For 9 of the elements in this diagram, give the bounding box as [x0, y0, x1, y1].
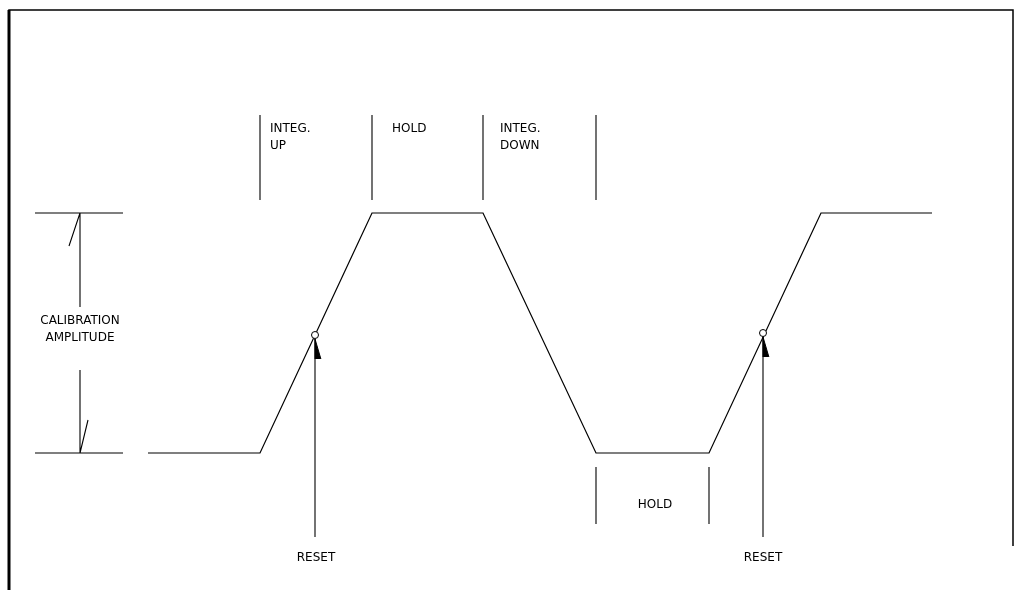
phase-label: HOLD — [636, 496, 674, 513]
phase-label: CALIBRATION AMPLITUDE — [39, 312, 121, 346]
phase-label: INTEG. UP — [270, 120, 312, 154]
reset-point — [759, 329, 767, 337]
reset-label: RESET — [737, 549, 789, 566]
reset-label: RESET — [290, 549, 342, 566]
reset-point — [311, 331, 319, 339]
phase-label: HOLD — [392, 120, 428, 137]
phase-label: INTEG. DOWN — [500, 120, 542, 154]
